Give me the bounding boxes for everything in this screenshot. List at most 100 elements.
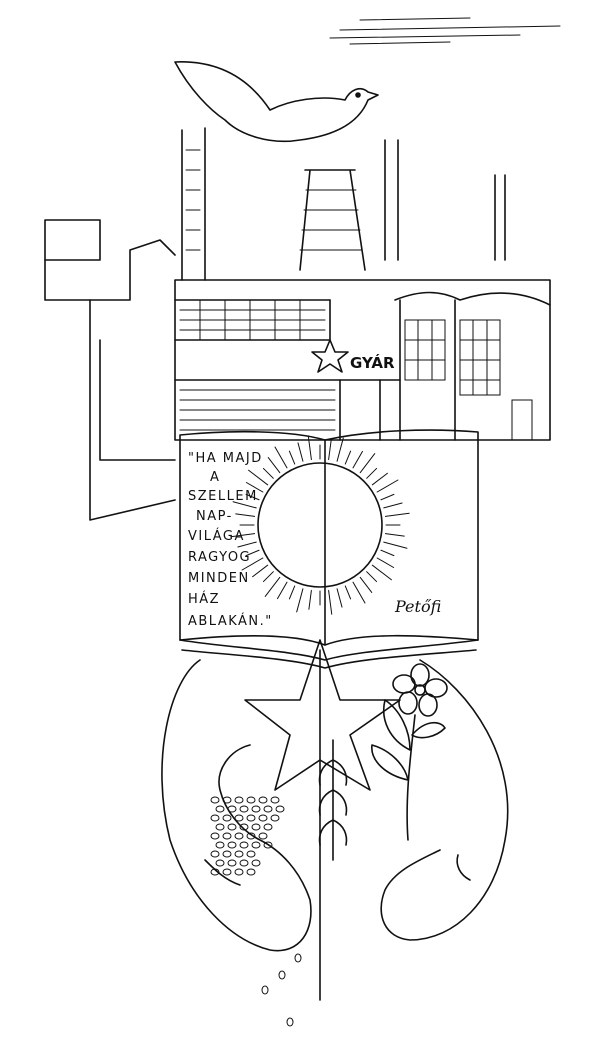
sun-ray [336, 437, 344, 462]
sun-ray [252, 564, 269, 578]
seed [234, 832, 244, 840]
dove-icon [174, 61, 379, 143]
seed [246, 832, 256, 840]
seed [239, 823, 249, 831]
sun-ray [344, 585, 352, 600]
seed [234, 868, 244, 876]
sky-scribbles [329, 17, 561, 45]
seed [222, 868, 232, 876]
sun-ray [296, 588, 304, 613]
sun-ray [380, 549, 395, 557]
sun-ray [380, 493, 395, 501]
seed [210, 868, 220, 876]
sun-ray [237, 541, 257, 548]
seed [239, 859, 249, 867]
factory-sign-text: GYÁR [350, 353, 395, 372]
sun-ray [336, 588, 343, 608]
seed [263, 823, 273, 831]
sun-ray [277, 581, 288, 600]
seed [246, 850, 256, 858]
seed [239, 805, 249, 813]
seed [222, 850, 232, 858]
sun-ray [274, 446, 288, 469]
flower-icon [371, 663, 448, 841]
sun-ray [352, 581, 366, 604]
seed [258, 796, 268, 804]
seed [215, 805, 225, 813]
sun-ray [366, 571, 378, 583]
poem-signature: Petőfi [394, 597, 441, 616]
sun-ray [376, 557, 395, 568]
seed [246, 814, 256, 822]
sun-ray [384, 512, 410, 517]
sun-ray [230, 533, 256, 538]
sun-ray [248, 469, 269, 486]
seed [275, 805, 285, 813]
poem: "HA MAJD A SZELLEM NAP- VILÁGA RAGYOG MI… [188, 451, 441, 629]
seed [210, 850, 220, 858]
seed [227, 823, 237, 831]
sun-ray [383, 502, 403, 509]
sun-ray [344, 450, 352, 465]
sun-icon [230, 435, 410, 615]
seed [263, 841, 273, 849]
poem-line: NAP- [196, 509, 233, 524]
poem-line: HÁZ [188, 591, 220, 607]
sun-ray [328, 589, 333, 615]
seed [234, 814, 244, 822]
sun-ray [371, 564, 392, 581]
sun-ray [267, 457, 281, 474]
hands [161, 649, 509, 1001]
sun-ray [245, 549, 260, 557]
seed [215, 823, 225, 831]
sun-ray [288, 450, 296, 465]
seed [258, 814, 268, 822]
sun-ray [262, 467, 274, 479]
seed [234, 796, 244, 804]
seed [215, 841, 225, 849]
brick-wall [179, 389, 336, 431]
sun-ray [328, 440, 332, 461]
seed [215, 859, 225, 867]
large-star-icon [244, 639, 401, 791]
sun-ray [366, 467, 378, 479]
seed [263, 805, 273, 813]
seed [227, 805, 237, 813]
seed [222, 832, 232, 840]
seed [210, 814, 220, 822]
seed [239, 841, 249, 849]
sun-ray [383, 541, 408, 549]
factory-windows [179, 299, 533, 441]
seed [227, 859, 237, 867]
poem-line: RAGYOG [188, 550, 251, 565]
seeds [210, 796, 285, 876]
seed [251, 823, 261, 831]
factory-building [44, 219, 551, 521]
sun-ray [376, 479, 399, 493]
open-book [179, 429, 479, 669]
sun-ray [308, 589, 312, 610]
falling-seeds [261, 953, 302, 1027]
chimney-bricks [185, 149, 363, 251]
star-icon [311, 339, 349, 373]
sun-ray [241, 557, 264, 571]
poem-line: "HA MAJD [188, 451, 263, 466]
sun-ray [264, 576, 281, 597]
poem-line: A [210, 470, 220, 485]
sun-ray [245, 493, 260, 501]
sun-ray [297, 442, 304, 462]
chimneys [181, 127, 506, 281]
sun-ray [232, 501, 257, 509]
sun-ray [235, 513, 256, 517]
poem-line: VILÁGA [188, 528, 245, 544]
seed [222, 796, 232, 804]
wheat-icon [318, 739, 348, 861]
sun-ray [359, 453, 376, 474]
seed [246, 868, 256, 876]
sun-ray [371, 472, 388, 486]
sun-ray [245, 482, 264, 493]
seed [270, 814, 280, 822]
seed [251, 859, 261, 867]
seed [270, 796, 280, 804]
